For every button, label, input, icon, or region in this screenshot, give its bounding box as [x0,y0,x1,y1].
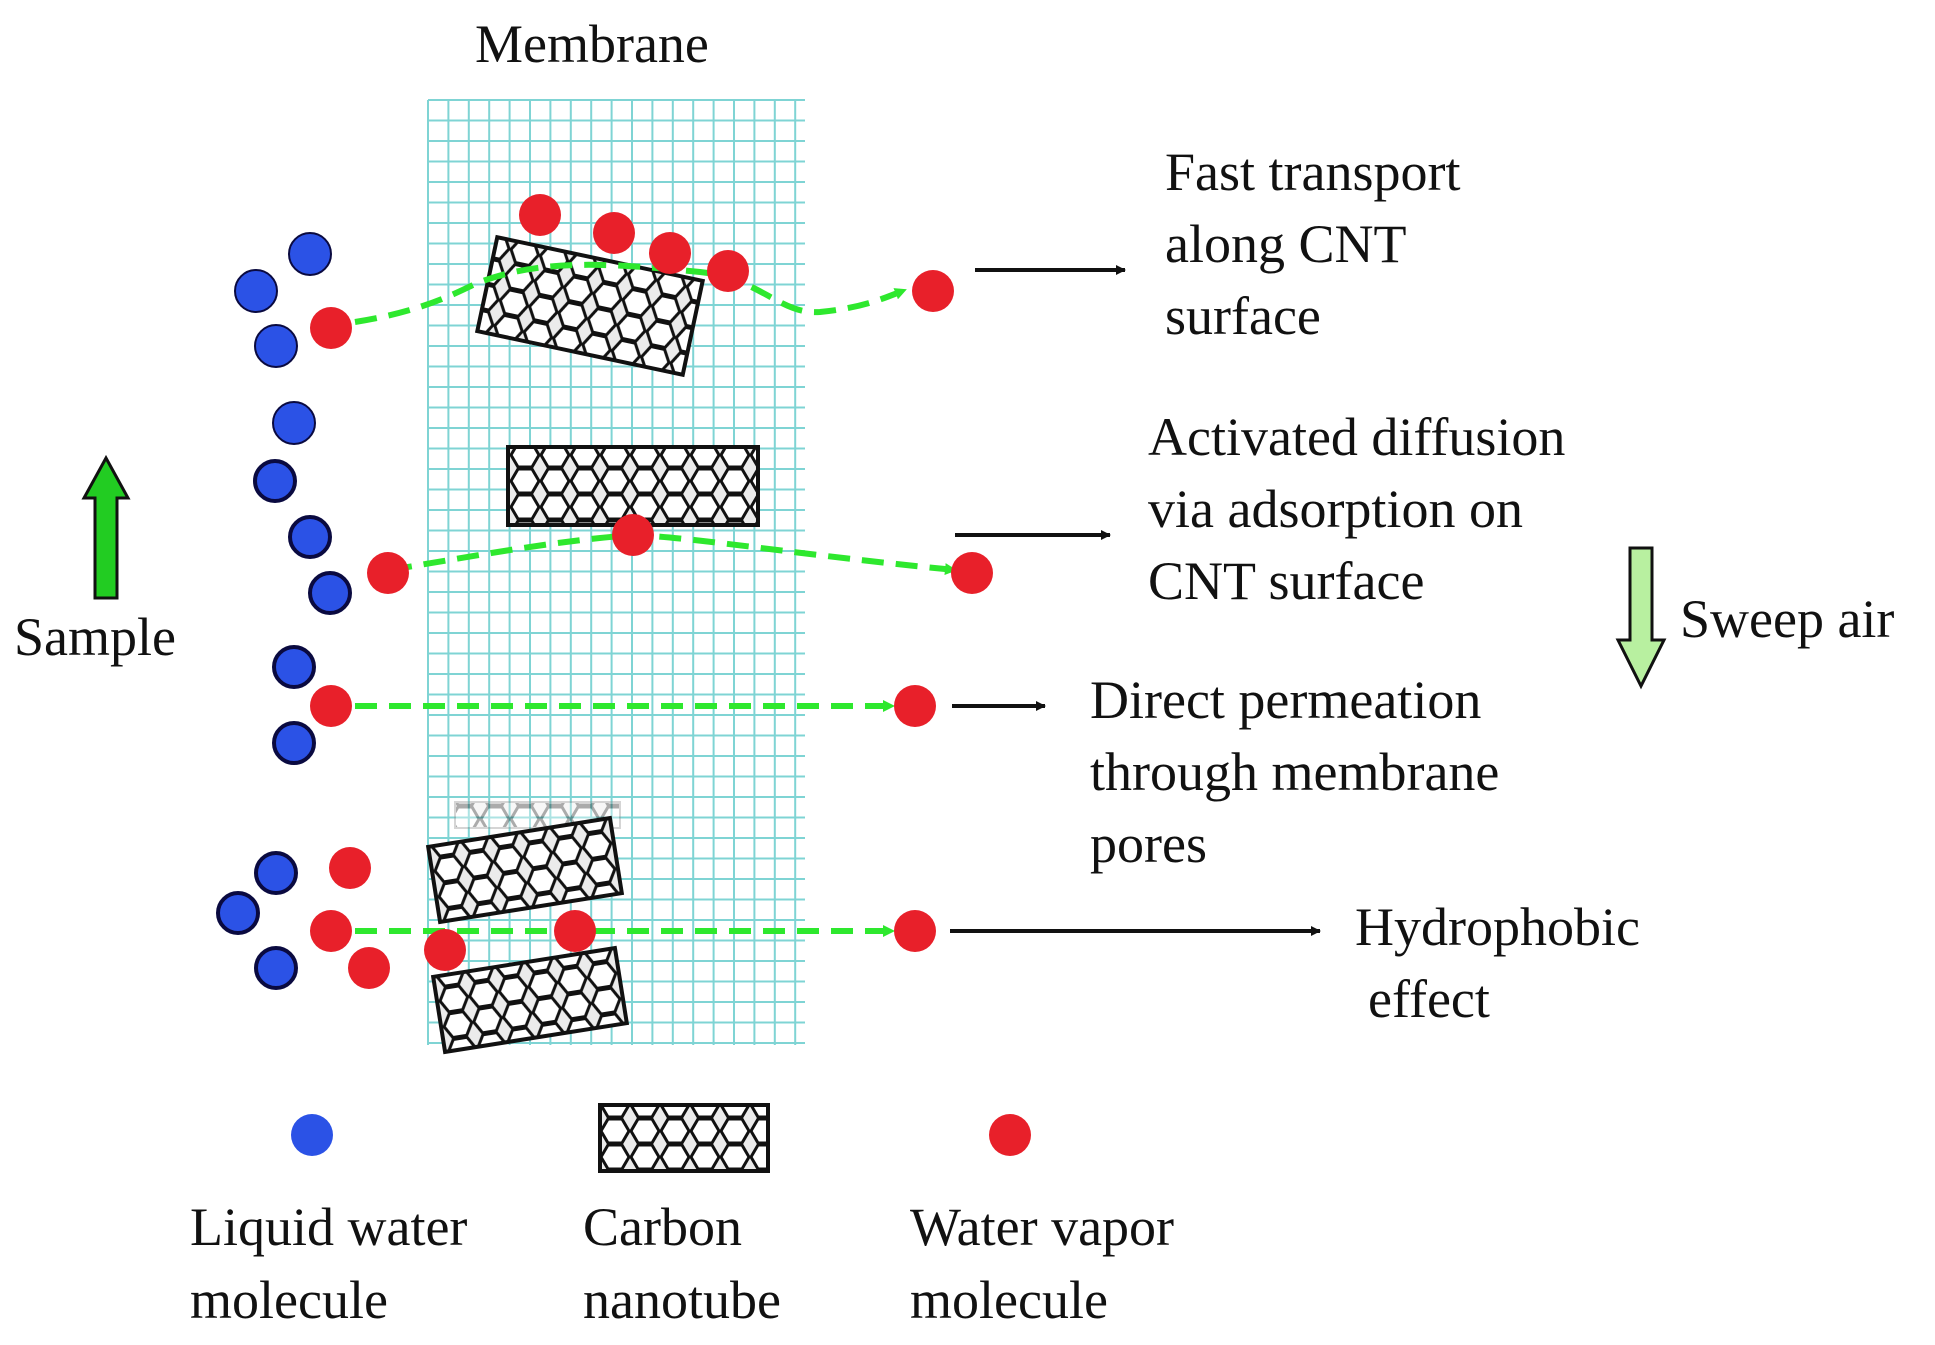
liquid-water-molecule [272,401,316,445]
water-vapor-molecule [424,929,466,971]
hydrophobic-line-1: Hydrophobic [1355,897,1640,957]
activated-diffusion-line-2: via adsorption on [1148,479,1523,539]
legend-water-vapor-line-1: Water vapor [910,1197,1174,1257]
direct-permeation-label: Direct permeation through membrane pores [1090,670,1513,874]
water-vapor-molecules [310,194,993,989]
liquid-water-molecule [288,515,332,559]
direct-permeation-line-2: through membrane [1090,742,1499,802]
water-vapor-molecule [329,847,371,889]
direct-permeation-line-1: Direct permeation [1090,670,1481,730]
carbon-nanotube-top [474,234,706,378]
liquid-water-molecule [234,269,278,313]
carbon-nanotube-lower-lower [430,945,630,1055]
liquid-water-molecule [254,946,298,990]
liquid-water-molecule [272,645,316,689]
carbon-nanotube-middle [506,445,760,527]
liquid-water-molecule [308,571,352,615]
water-vapor-molecule [367,552,409,594]
hydrophobic-line-2: effect [1368,969,1490,1029]
liquid-water-molecule [254,324,298,368]
hydrophobic-effect-label: Hydrophobic effect [1355,897,1653,1029]
legend-carbon-nanotube-line-1: Carbon [583,1197,742,1257]
carbon-nanotube-lower-upper [425,815,625,925]
water-vapor-molecule [951,552,993,594]
water-vapor-molecule [612,514,654,556]
nanotube-icon [598,1103,770,1173]
fast-transport-line-2: along CNT [1165,214,1406,274]
water-vapor-molecule [894,910,936,952]
activated-diffusion-label: Activated diffusion via adsorption on CN… [1148,407,1579,611]
sample-arrow-icon [81,454,131,600]
liquid-water-molecule [254,851,298,895]
membrane-label: Membrane [475,14,709,74]
water-vapor-molecule [593,212,635,254]
legend-liquid-water-label: Liquid water molecule [190,1197,481,1330]
activated-diffusion-line-3: CNT surface [1148,551,1424,611]
direct-permeation-line-3: pores [1090,814,1207,874]
activated-diffusion-line-1: Activated diffusion [1148,407,1565,467]
liquid-water-molecule [253,459,297,503]
blue-dot-icon [291,1114,333,1156]
water-vapor-molecule [554,910,596,952]
sweep-arrow-icon [1615,546,1667,690]
fast-transport-label: Fast transport along CNT surface [1165,142,1474,346]
sweep-air-label: Sweep air [1680,589,1894,649]
water-vapor-molecule [310,307,352,349]
liquid-water-molecule [272,721,316,765]
water-vapor-molecule [894,685,936,727]
water-vapor-molecule [707,250,749,292]
legend: Liquid water molecule Carbon nanotube Wa… [190,1103,1188,1330]
water-vapor-molecule [310,685,352,727]
fast-transport-line-1: Fast transport [1165,142,1460,202]
legend-carbon-nanotube-line-2: nanotube [583,1270,781,1330]
legend-water-vapor-line-2: molecule [910,1270,1108,1330]
sample-label: Sample [14,607,176,667]
water-vapor-molecule [912,270,954,312]
liquid-water-molecule [216,891,260,935]
mechanism-arrows [950,265,1321,936]
water-vapor-molecule [348,947,390,989]
legend-liquid-water-line-2: molecule [190,1270,388,1330]
liquid-water-molecules [216,232,352,990]
fast-transport-line-3: surface [1165,286,1321,346]
liquid-water-molecule [288,232,332,276]
legend-carbon-nanotube-label: Carbon nanotube [583,1197,781,1330]
legend-water-vapor-label: Water vapor molecule [910,1197,1188,1330]
water-vapor-molecule [649,232,691,274]
red-dot-icon [989,1114,1031,1156]
legend-liquid-water-line-1: Liquid water [190,1197,467,1257]
water-vapor-molecule [519,194,561,236]
water-vapor-molecule [310,910,352,952]
